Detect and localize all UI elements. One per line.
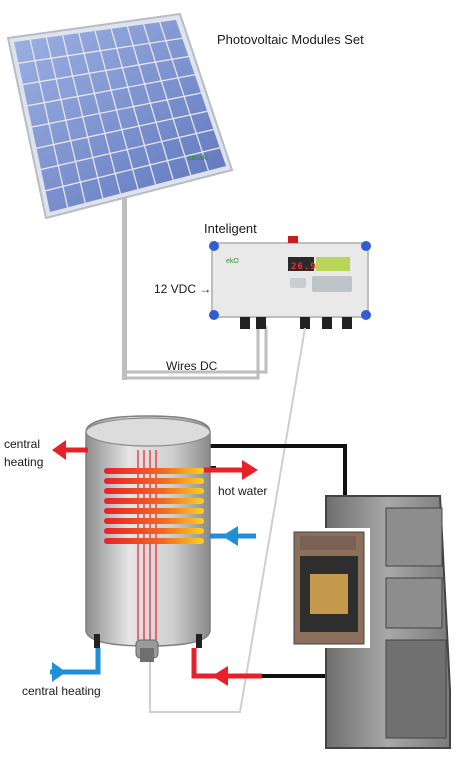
pellet-stove: [290, 495, 451, 749]
wires-label: Wires DC: [166, 359, 218, 373]
coil-turn: [104, 468, 204, 474]
central-heating-return: [50, 648, 101, 682]
central-heating-outlet: [52, 440, 88, 460]
voltage-label: 12 VDC →: [154, 282, 212, 296]
central-heating-bottom-label: central heating: [22, 684, 101, 698]
dc-wires: [124, 326, 268, 380]
central-heating-top-label-line2: heating: [4, 455, 44, 469]
coil-turn: [104, 538, 204, 544]
svg-text:sasaki: sasaki: [188, 155, 208, 162]
coil-turn: [104, 488, 204, 494]
controller-box: ekO: [209, 236, 371, 329]
water-tank: [85, 415, 211, 662]
coil-turn: [104, 478, 204, 484]
coil-turn: [104, 508, 204, 514]
central-heating-top-label-line1: central: [4, 437, 41, 451]
cold-water-inlet: [210, 526, 256, 546]
controller-display: 26.9: [291, 262, 317, 272]
solar-panel: sasaki: [6, 12, 234, 380]
hot-water-label: hot water: [218, 484, 268, 498]
coil-turn: [104, 498, 204, 504]
hot-water-outlet: [204, 460, 258, 480]
controller-label: Inteligent: [204, 221, 257, 236]
heating-coil: [104, 468, 204, 544]
stove-return: [191, 648, 262, 686]
coil-turn: [104, 518, 204, 524]
sensor-wire: [149, 327, 306, 713]
pv-modules-label: Photovoltaic Modules Set: [217, 32, 364, 47]
svg-text:ekO: ekO: [226, 258, 239, 265]
coil-turn: [104, 528, 204, 534]
